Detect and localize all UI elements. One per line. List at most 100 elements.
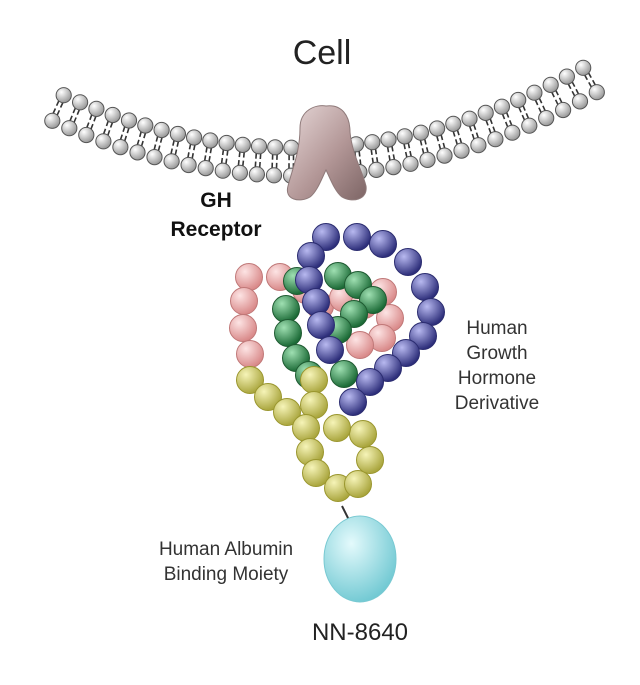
lipid-head [61,120,78,137]
pink-residue [235,263,263,291]
blue-residue [302,288,330,316]
lipid-tail [176,141,180,147]
lipid-head [477,104,494,122]
receptor-label-line1: GH [200,189,232,212]
lipid-tail [242,160,245,167]
lipid-tail [76,109,81,116]
lipid-tail [170,148,173,155]
lipid-tail [521,114,526,121]
lipid-tail [370,149,373,156]
lipid-head [419,151,436,168]
lipid-head [95,133,112,150]
yellow-residue [300,366,328,394]
lipid-tail [459,137,463,144]
pink-residue [229,314,257,342]
lipid-tail [456,129,460,136]
lipid-tail [554,89,559,96]
lipid-tail [237,160,240,166]
lipid-tail [208,155,211,162]
lipid-head [487,131,504,148]
lipid-head [169,125,186,143]
lipid-head [197,160,214,177]
lipid-tail [52,108,57,114]
lipid-tail [86,122,90,128]
lipid-head [129,144,146,161]
lipid-head [510,91,527,109]
lipid-head [104,106,121,124]
blue-residue [394,248,422,276]
lipid-tail [425,147,429,153]
lipid-tail [56,109,61,116]
lipid-tail [409,150,412,157]
lipid-tail [72,107,77,114]
lipid-tail [438,143,442,150]
lipid-head [402,155,419,172]
lipid-tail [421,148,425,154]
lipid-tail [567,83,572,90]
yellow-residue [302,459,330,487]
lipid-tail [392,154,396,160]
lipid-tail [187,152,190,158]
lipid-bilayer-icon [44,59,605,184]
lipid-head [55,87,72,104]
yellow-residue [236,366,264,394]
lipid-tail [220,157,224,164]
receptor-icon [286,105,367,201]
lipid-tail [538,97,543,104]
lipid-tail [69,115,73,122]
lipid-head [146,149,163,166]
blue-residue [356,368,384,396]
lipid-head [521,117,538,134]
lipid-tail [119,134,123,141]
blue-residue [369,230,397,258]
yellow-residue [273,398,301,426]
green-residue [272,295,300,323]
lipid-tail [157,145,161,152]
lipid-tail [226,150,229,156]
lipid-tail [538,107,542,114]
lipid-tail [123,135,128,142]
lipid-tail [205,146,208,153]
yellow-residue [323,414,351,442]
pink-residue [236,340,264,368]
pink-residue [230,287,258,315]
lipid-head [163,153,180,170]
lipid-tail [376,157,379,163]
lipid-tail [388,155,391,161]
lipid-tail [371,157,374,164]
lipid-tail [105,120,110,127]
lipid-tail [109,122,114,128]
lipid-head [538,110,555,127]
lipid-tail [359,159,362,165]
lipid-tail [522,105,526,111]
green-residue [274,319,302,347]
albumin-label-line2: Binding Moiety [164,564,289,585]
lipid-tail [136,139,140,146]
lipid-tail [209,147,213,154]
lipid-head [429,120,446,137]
lipid-head [493,98,510,115]
lipid-tail [126,127,130,134]
lipid-head [44,112,61,129]
lipid-head [368,161,385,178]
lipid-head [248,166,265,183]
lipid-tail [143,132,147,139]
lipid-tail [452,130,456,137]
lipid-head [202,132,219,149]
lipid-tail [358,150,361,157]
lipid-tail [436,135,440,142]
albumin-binder-icon [323,515,397,603]
lipid-tail [492,126,496,133]
blue-residue [343,223,371,251]
lipid-tail [489,118,493,125]
lipid-tail [542,105,546,112]
lipid-tail [107,130,111,136]
lipid-tail [59,102,64,108]
hormone-label-line4: Derivative [455,393,539,414]
compound-label: NN-8640 [312,619,408,646]
lipid-head [453,142,470,159]
lipid-head [555,101,572,119]
lipid-head [396,128,413,145]
lipid-tail [505,112,510,118]
